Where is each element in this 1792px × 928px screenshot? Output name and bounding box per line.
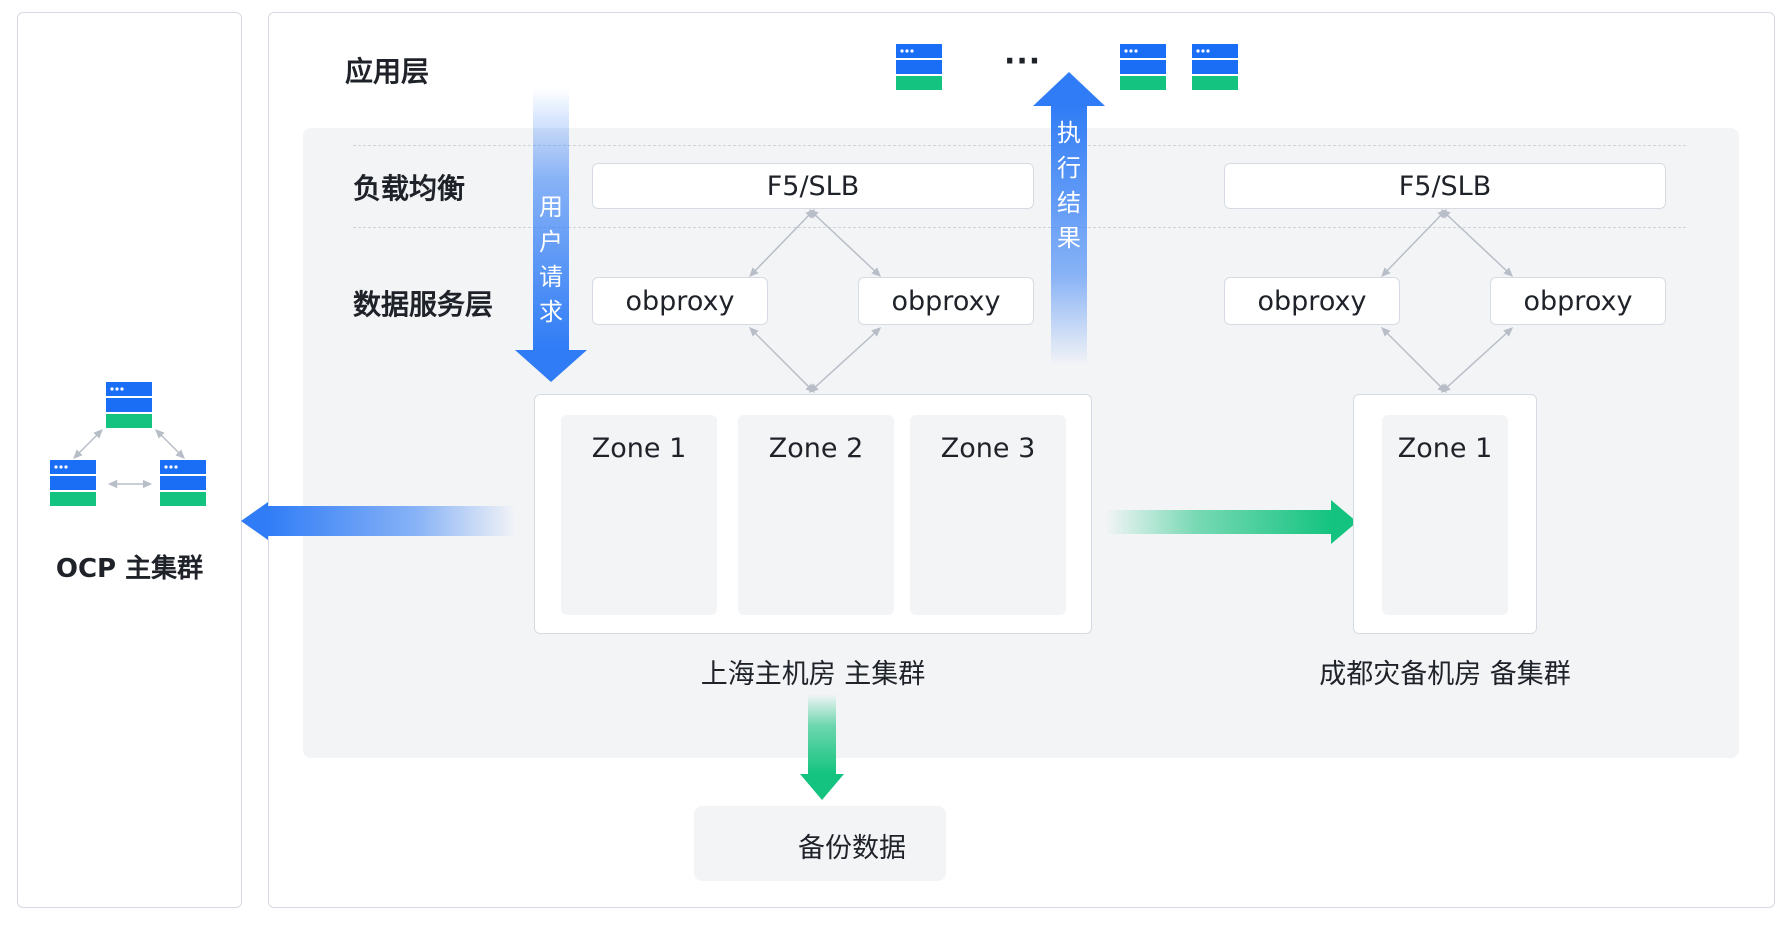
zone-label: Zone 1 <box>1397 433 1493 464</box>
shanghai-zone-3: Zone 3 <box>910 415 1066 615</box>
shanghai-obproxy-1: obproxy <box>592 277 768 325</box>
ocp-sync-arrow <box>241 502 516 540</box>
shanghai-cluster: Zone 1 Zone 2 Zone 3 <box>534 394 1092 634</box>
exec-result-char-2: 行 <box>1057 154 1081 182</box>
user-request-char-4: 求 <box>539 298 563 326</box>
zone-label: Zone 1 <box>591 433 687 464</box>
user-request-char-3: 请 <box>539 263 563 291</box>
layer-divider-middle <box>353 227 1686 228</box>
chengdu-lb-box: F5/SLB <box>1224 163 1666 209</box>
lb-layer-label: 负载均衡 <box>353 172 466 205</box>
exec-result-char-4: 果 <box>1057 224 1081 252</box>
zone-label: Zone 2 <box>768 433 864 464</box>
shanghai-zone-1: Zone 1 <box>561 415 717 615</box>
chengdu-zone-1: Zone 1 <box>1382 415 1508 615</box>
shanghai-connectors <box>749 208 882 393</box>
app-servers-ellipsis: ··· <box>1004 44 1042 79</box>
zone-label: Zone 3 <box>940 433 1036 464</box>
replication-arrow <box>1105 500 1357 544</box>
exec-result-char-3: 结 <box>1057 189 1081 217</box>
ocp-connectors <box>73 429 185 489</box>
ocp-server-icon <box>50 460 96 506</box>
chengdu-obproxy-2: obproxy <box>1490 277 1666 325</box>
shanghai-obproxy-2: obproxy <box>858 277 1034 325</box>
layer-divider-top <box>353 145 1686 146</box>
chengdu-connectors <box>1381 208 1514 393</box>
data-service-layer-label: 数据服务层 <box>353 288 494 321</box>
chengdu-cluster: Zone 1 <box>1353 394 1537 634</box>
user-request-char-2: 户 <box>539 228 563 256</box>
exec-result-arrow <box>1033 72 1105 366</box>
shanghai-lb-box: F5/SLB <box>592 163 1034 209</box>
backup-arrow <box>800 694 844 800</box>
shanghai-cluster-caption: 上海主机房 主集群 <box>700 659 926 690</box>
app-server-icon <box>896 44 942 90</box>
backup-box <box>694 806 946 881</box>
exec-result-char-1: 执 <box>1057 119 1081 147</box>
exec-result-label: 执 行 结 果 <box>1053 116 1085 256</box>
user-request-arrow <box>515 88 587 382</box>
user-request-label: 用 户 请 求 <box>535 190 567 330</box>
ocp-server-icon <box>106 382 152 428</box>
shanghai-zone-2: Zone 2 <box>738 415 894 615</box>
ocp-server-icon <box>160 460 206 506</box>
user-request-char-1: 用 <box>539 193 563 221</box>
chengdu-obproxy-1: obproxy <box>1224 277 1400 325</box>
app-layer-label: 应用层 <box>345 55 430 88</box>
app-server-icon <box>1120 44 1166 90</box>
ocp-cluster-label: OCP 主集群 <box>55 554 204 584</box>
chengdu-cluster-caption: 成都灾备机房 备集群 <box>1319 659 1571 690</box>
app-server-icon <box>1192 44 1238 90</box>
backup-label: 备份数据 <box>798 833 906 864</box>
